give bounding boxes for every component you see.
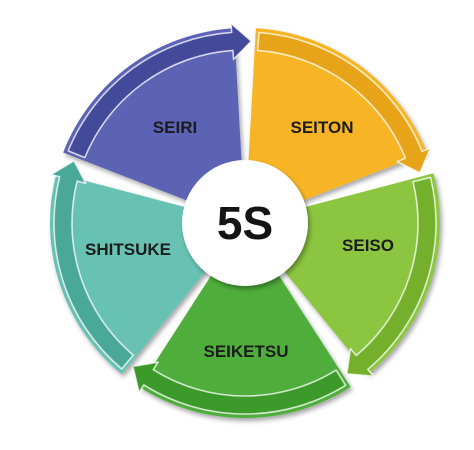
segment-label-shitsuke: SHITSUKE: [85, 240, 171, 259]
segment-label-seiso: SEISO: [342, 236, 394, 255]
cycle-arrow-shitsuke: [50, 159, 135, 370]
cycle-arrow-seiso: [345, 176, 437, 378]
cycle-arrow-seiri: [67, 22, 253, 159]
segment-seiton: [248, 28, 427, 202]
segment-label-seiton: SEITON: [290, 118, 354, 137]
segment-label-seiri: SEIRI: [152, 118, 198, 137]
segment-seiketsu: [139, 273, 351, 418]
center-label: 5S: [216, 197, 274, 249]
center-hub: [182, 160, 308, 286]
cycle-arrow-seiketsu: [132, 361, 347, 415]
segment-seiri: [63, 28, 242, 202]
cycle-arrow-seiton: [256, 31, 432, 174]
segment-label-seiketsu: SEIKETSU: [203, 342, 289, 361]
